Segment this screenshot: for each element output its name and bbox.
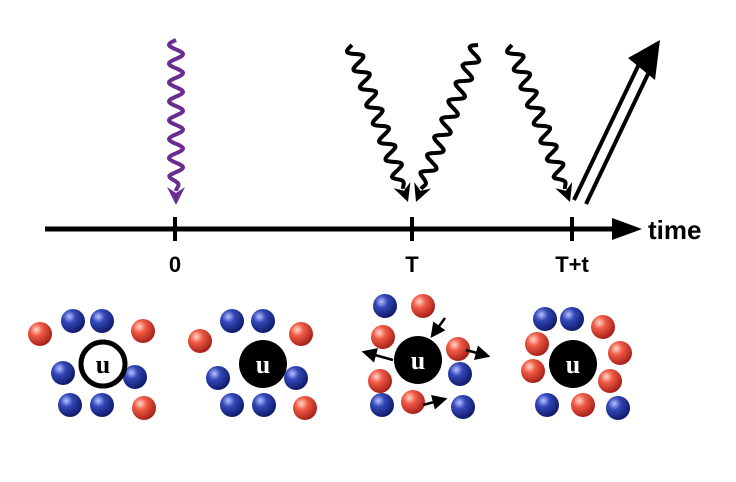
- cation-ion: [608, 341, 632, 365]
- displacement-arrow-icon: [361, 348, 394, 363]
- cation-ion: [571, 393, 595, 417]
- anion-ion: [61, 309, 85, 333]
- anion-ion: [370, 393, 394, 417]
- anion-ion: [284, 366, 308, 390]
- ion-displacement-arrows: [361, 317, 491, 410]
- anion-ion: [560, 307, 584, 331]
- solvation-panel-2: u: [188, 309, 317, 420]
- cation-ion: [521, 359, 545, 383]
- cation-ion: [131, 319, 155, 343]
- cation-ion: [371, 325, 395, 349]
- anion-ion: [535, 393, 559, 417]
- tick-label-T: T: [405, 252, 419, 277]
- cation-ion: [591, 315, 615, 339]
- anion-ion: [606, 396, 630, 420]
- pump-wavy-arrow-icon: [167, 38, 185, 205]
- anion-ion: [451, 395, 475, 419]
- cation-ion: [28, 322, 52, 346]
- anion-ion: [123, 365, 147, 389]
- solute-label: u: [96, 350, 110, 379]
- cation-ion: [401, 390, 425, 414]
- anion-ion: [220, 393, 244, 417]
- probe-wavy-arrow-right-icon: [414, 43, 482, 202]
- axis-label: time: [648, 215, 701, 245]
- solute-label: u: [256, 350, 270, 379]
- anion-ion: [90, 309, 114, 333]
- anion-ion: [251, 309, 275, 333]
- cation-ion: [132, 396, 156, 420]
- probe-wavy-arrow-third-icon: [505, 43, 573, 202]
- anion-ion: [58, 393, 82, 417]
- anion-ion: [373, 294, 397, 318]
- solute-ground: [78, 339, 128, 389]
- solute-excited: [239, 340, 287, 388]
- solute-excited: [394, 336, 442, 384]
- anion-ion: [252, 393, 276, 417]
- anion-ion: [533, 307, 557, 331]
- tick-label-T-plus-t: T+t: [555, 252, 589, 277]
- displacement-arrow-icon: [430, 317, 447, 339]
- probe-wavy-arrow-left-icon: [345, 43, 411, 202]
- anion-ion: [90, 393, 114, 417]
- displacement-arrow-icon: [422, 395, 448, 410]
- anion-ion: [51, 361, 75, 385]
- cation-ion: [368, 369, 392, 393]
- solvation-panel-3: u: [368, 294, 475, 419]
- anion-ion: [448, 362, 472, 386]
- displacement-arrow-icon: [465, 345, 491, 360]
- solvation-panel-1: u: [28, 309, 156, 420]
- solvation-panel-4: u: [521, 307, 632, 420]
- solute-label: u: [566, 350, 580, 379]
- anion-ion: [220, 309, 244, 333]
- cation-ion: [411, 294, 435, 318]
- solute-excited: [549, 340, 597, 388]
- cation-ion: [188, 329, 212, 353]
- signal-double-arrow-icon: [572, 40, 660, 205]
- cation-ion: [446, 337, 470, 361]
- tick-label-0: 0: [169, 252, 181, 277]
- cation-ion: [293, 396, 317, 420]
- cation-ion: [289, 322, 313, 346]
- solute-label: u: [411, 346, 425, 375]
- cation-ion: [525, 332, 549, 356]
- anion-ion: [206, 366, 230, 390]
- cation-ion: [598, 369, 622, 393]
- time-axis-arrowhead-icon: [612, 218, 642, 240]
